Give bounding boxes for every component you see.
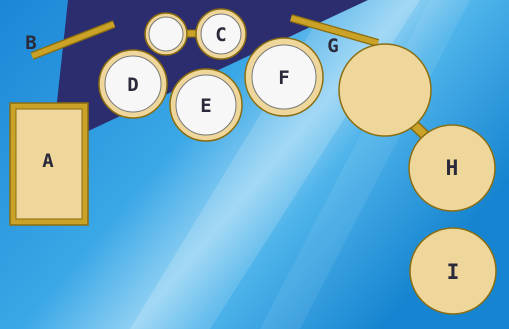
pad-A[interactable]: A — [9, 102, 89, 226]
label-B: B — [25, 32, 36, 54]
cymbal-B[interactable]: B — [25, 20, 116, 60]
drum-H[interactable]: H — [408, 124, 496, 212]
small-drum[interactable] — [144, 12, 200, 56]
label-E: E — [200, 95, 211, 117]
drum-C[interactable]: C — [195, 8, 247, 60]
label-F: F — [278, 67, 289, 89]
label-I: I — [447, 260, 460, 284]
drum-I[interactable]: I — [409, 227, 497, 315]
cymbal-G[interactable]: G — [289, 14, 380, 57]
label-A: A — [42, 150, 54, 172]
large-drum[interactable] — [338, 43, 432, 137]
label-D: D — [127, 74, 138, 96]
label-C: C — [215, 24, 226, 46]
drum-D[interactable]: D — [98, 49, 168, 119]
drum-E[interactable]: E — [169, 68, 243, 142]
drum-F[interactable]: F — [244, 37, 324, 117]
label-G: G — [327, 35, 338, 57]
label-H: H — [446, 156, 459, 180]
